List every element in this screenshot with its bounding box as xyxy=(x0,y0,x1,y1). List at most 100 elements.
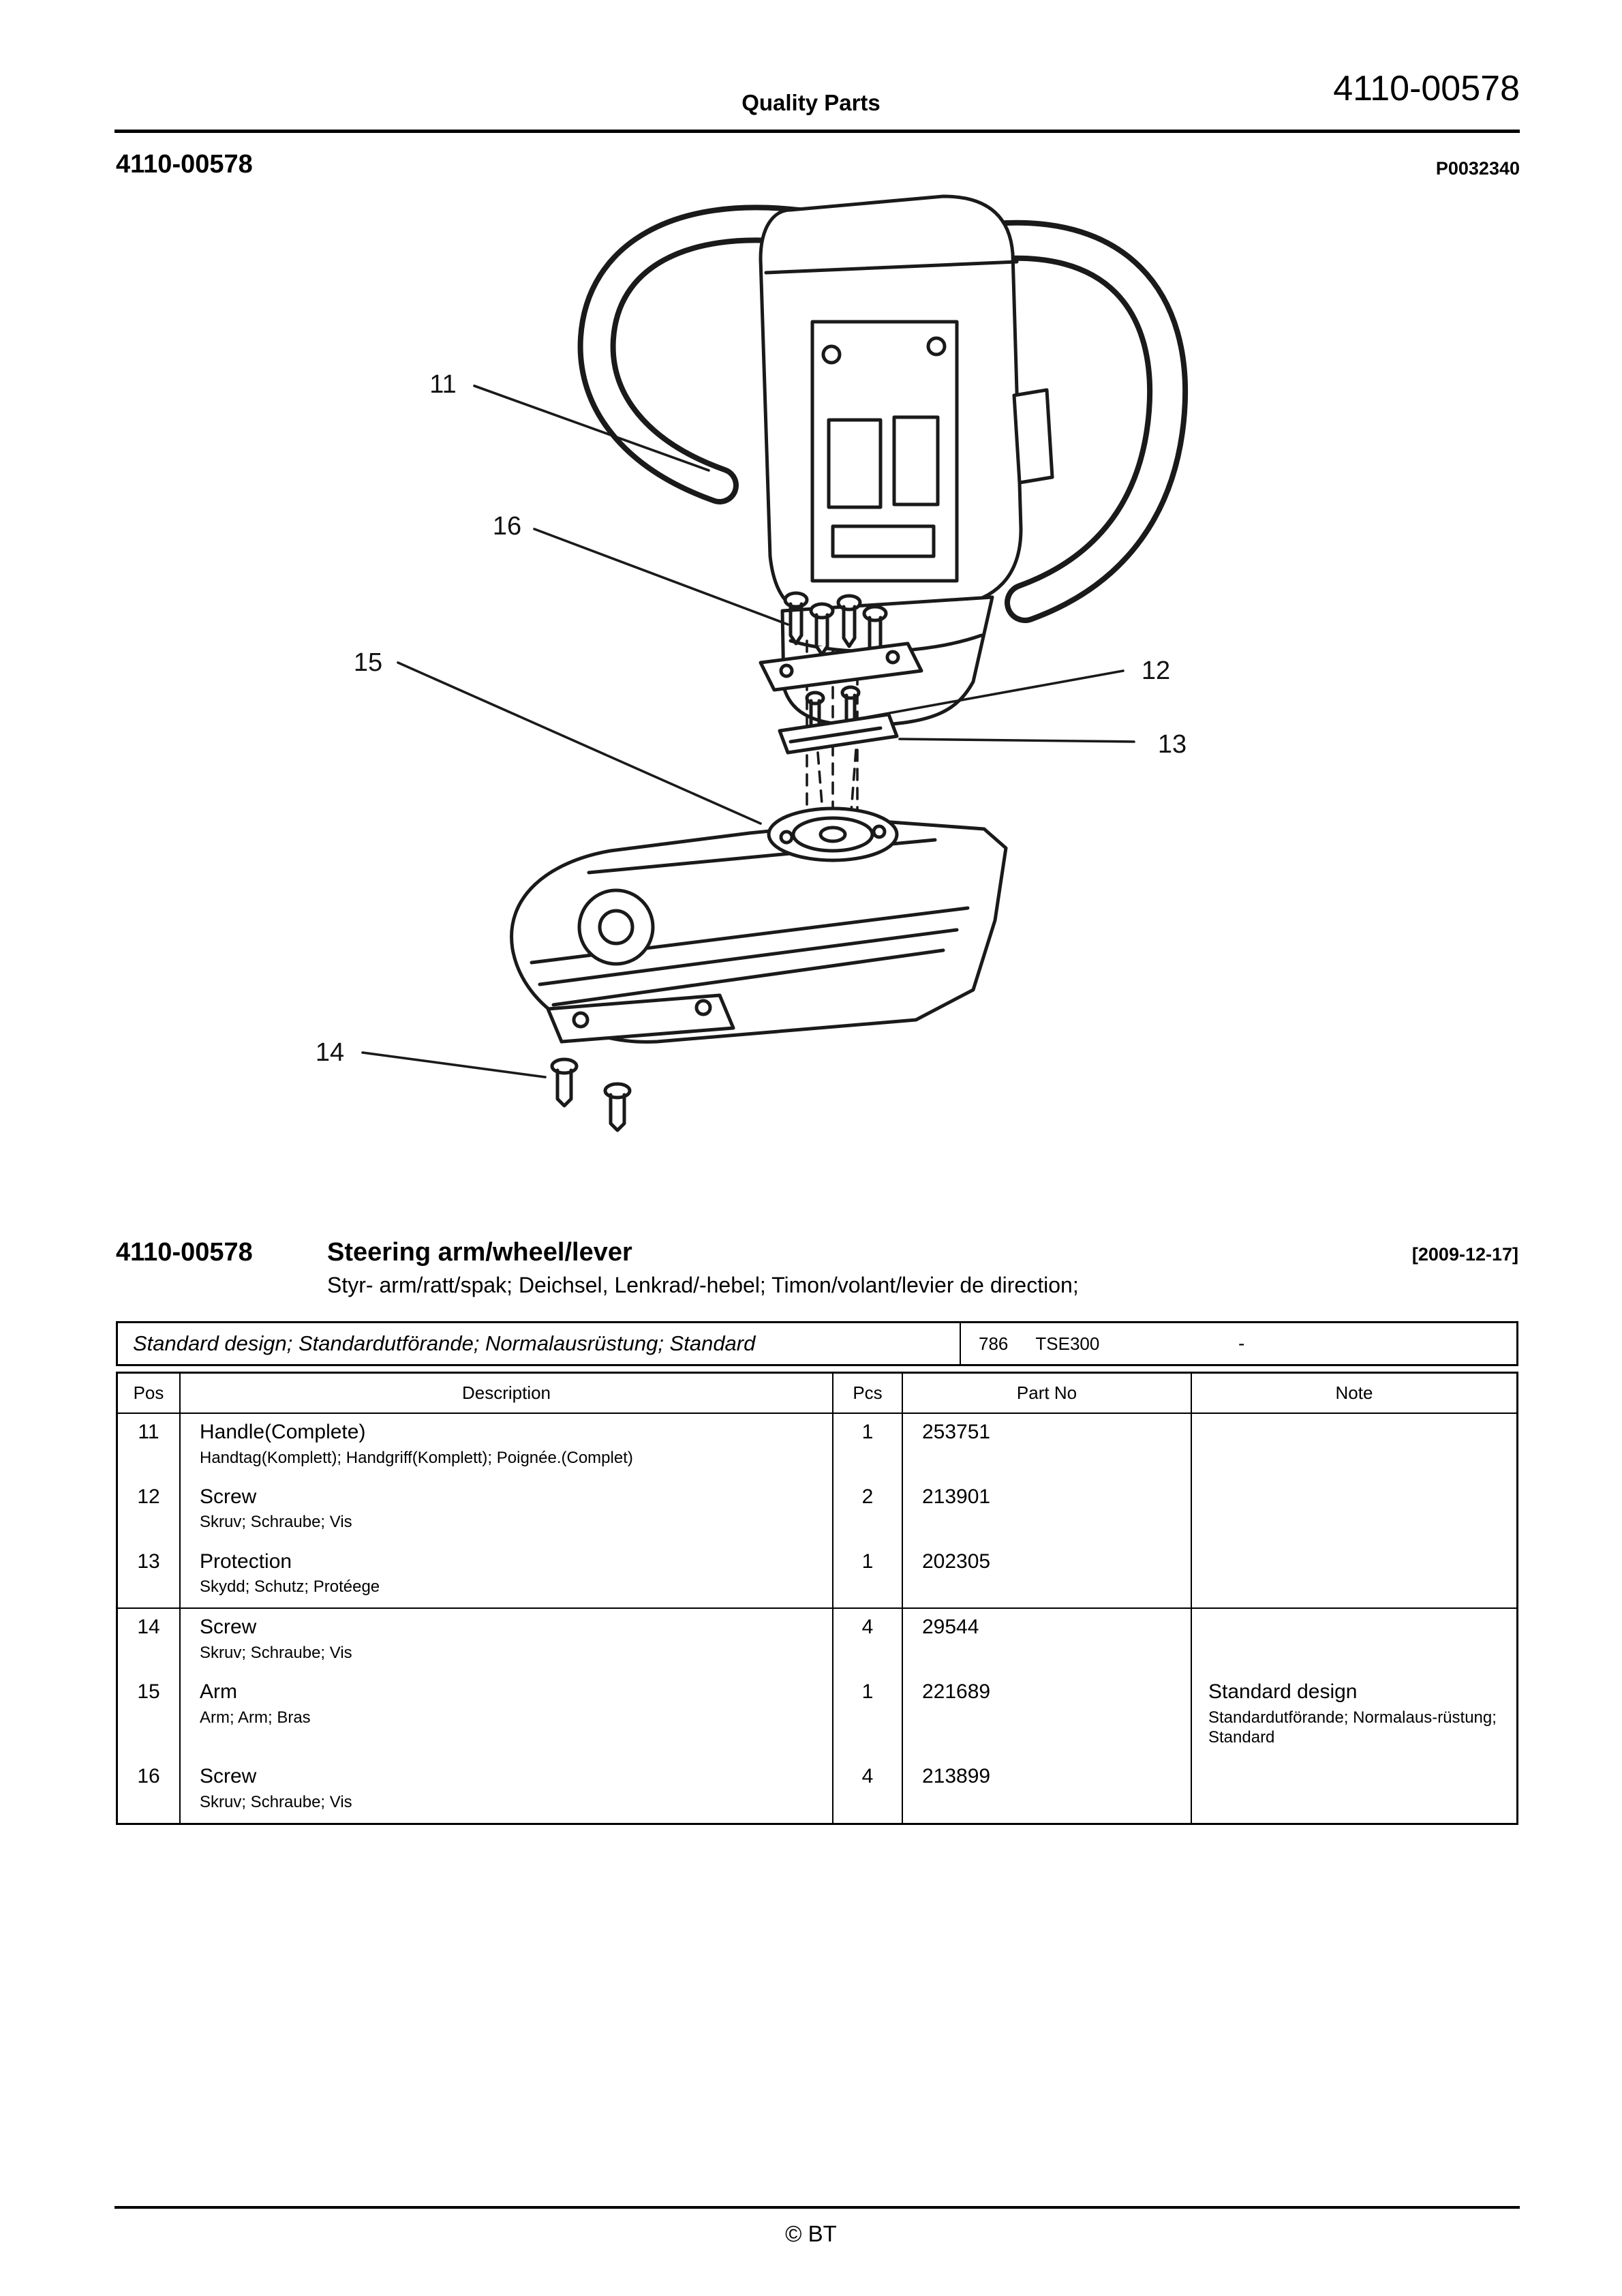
header-pos: Pos xyxy=(118,1374,181,1413)
leader-13 xyxy=(898,738,1135,743)
parts-table: Pos Description Pcs Part No Note 11 Hand… xyxy=(116,1372,1518,1825)
leader-14 xyxy=(361,1051,547,1078)
description-cell: Handle(Complete) Handtag(Komplett); Hand… xyxy=(181,1414,833,1479)
variant-design-label: Standard design; Standardutförande; Norm… xyxy=(133,1331,756,1355)
variant-divider xyxy=(960,1323,961,1364)
document-number-left: 4110-00578 xyxy=(116,150,253,179)
footer-rule xyxy=(114,2206,1520,2209)
table-row: 11 Handle(Complete) Handtag(Komplett); H… xyxy=(118,1414,1516,1479)
exploded-view-diagram: 11 16 15 12 13 14 xyxy=(316,194,1189,1132)
bracket-screws-12 xyxy=(805,685,861,727)
description-main: Handle(Complete) xyxy=(200,1421,366,1443)
description-translations: Skydd; Schutz; Protéege xyxy=(200,1577,380,1597)
note-translations: Standardutförande; Normalaus-rüstung; St… xyxy=(1208,1708,1497,1747)
table-row: 16 Screw Skruv; Schraube; Vis 4 213899 xyxy=(118,1758,1516,1823)
section-date: [2009-12-17] xyxy=(1411,1244,1518,1265)
leader-12 xyxy=(866,669,1124,719)
callout-leaders xyxy=(361,384,1135,1078)
note-cell xyxy=(1192,1758,1516,1823)
part-no-cell: 202305 xyxy=(903,1543,1192,1608)
table-row: 12 Screw Skruv; Schraube; Vis 2 213901 xyxy=(118,1478,1516,1543)
variant-note: - xyxy=(1238,1333,1245,1354)
section-block: 4110-00578 Steering arm/wheel/lever [200… xyxy=(116,1238,1518,1298)
description-main: Protection xyxy=(200,1550,292,1573)
table-row: 13 Protection Skydd; Schutz; Protéege 1 … xyxy=(118,1543,1516,1608)
callout-16: 16 xyxy=(493,512,521,541)
part-no-cell: 29544 xyxy=(903,1609,1192,1674)
variant-row: Standard design; Standardutförande; Norm… xyxy=(116,1321,1518,1366)
description-cell: Screw Skruv; Schraube; Vis xyxy=(181,1758,833,1823)
description-translations: Skruv; Schraube; Vis xyxy=(200,1513,352,1532)
table-row: 15 Arm Arm; Arm; Bras 1 221689 Standard … xyxy=(118,1674,1516,1759)
description-cell: Arm Arm; Arm; Bras xyxy=(181,1674,833,1759)
part-no-cell: 253751 xyxy=(903,1414,1192,1479)
callout-12: 12 xyxy=(1142,656,1170,685)
callout-13: 13 xyxy=(1158,730,1187,759)
description-translations: Handtag(Komplett); Handgriff(Komplett); … xyxy=(200,1448,633,1467)
section-title: Steering arm/wheel/lever xyxy=(327,1238,632,1267)
description-translations: Skruv; Schraube; Vis xyxy=(200,1643,352,1662)
mount-plate xyxy=(759,641,923,692)
plate-code: P0032340 xyxy=(1435,158,1520,179)
description-translations: Skruv; Schraube; Vis xyxy=(200,1792,352,1811)
description-main: Screw xyxy=(200,1485,257,1508)
pcs-cell: 4 xyxy=(833,1609,903,1674)
pcs-cell: 2 xyxy=(833,1478,903,1543)
side-latch xyxy=(1012,388,1054,485)
description-cell: Screw Skruv; Schraube; Vis xyxy=(181,1609,833,1674)
screws-14 xyxy=(550,1057,632,1132)
document-number-top: 4110-00578 xyxy=(1333,69,1520,108)
table-header-row: Pos Description Pcs Part No Note xyxy=(118,1374,1516,1414)
base-plate xyxy=(546,993,735,1044)
section-number: 4110-00578 xyxy=(116,1238,253,1267)
control-panel xyxy=(810,320,959,583)
pos-cell: 11 xyxy=(118,1414,181,1479)
callout-14: 14 xyxy=(316,1038,344,1067)
pcs-cell: 1 xyxy=(833,1414,903,1479)
pos-cell: 15 xyxy=(118,1674,181,1759)
description-main: Screw xyxy=(200,1765,257,1788)
header-part-no: Part No xyxy=(903,1374,1192,1413)
leader-16 xyxy=(533,528,789,626)
steering-arm xyxy=(510,819,1008,1044)
header-description: Description xyxy=(181,1374,833,1413)
part-no-cell: 221689 xyxy=(903,1674,1192,1759)
variant-model: TSE300 xyxy=(1035,1333,1100,1354)
note-cell xyxy=(1192,1479,1516,1543)
pos-cell: 12 xyxy=(118,1478,181,1543)
pos-cell: 13 xyxy=(118,1543,181,1608)
leader-11 xyxy=(473,384,710,472)
callout-15: 15 xyxy=(354,648,382,677)
note-cell xyxy=(1192,1414,1516,1479)
description-translations: Arm; Arm; Bras xyxy=(200,1708,311,1727)
description-cell: Protection Skydd; Schutz; Protéege xyxy=(181,1543,833,1608)
pcs-cell: 4 xyxy=(833,1758,903,1823)
description-cell: Screw Skruv; Schraube; Vis xyxy=(181,1478,833,1543)
protection-plate-13 xyxy=(778,712,899,755)
description-main: Screw xyxy=(200,1616,257,1639)
table-row: 14 Screw Skruv; Schraube; Vis 4 29544 xyxy=(118,1607,1516,1674)
pos-cell: 14 xyxy=(118,1609,181,1674)
copyright: © BT xyxy=(785,2221,837,2246)
leader-15 xyxy=(397,661,762,825)
page-header-title: Quality Parts xyxy=(741,90,881,115)
callout-11: 11 xyxy=(429,370,456,399)
note-cell xyxy=(1192,1543,1516,1608)
header-note: Note xyxy=(1335,1383,1373,1403)
part-no-cell: 213899 xyxy=(903,1758,1192,1823)
note-cell xyxy=(1192,1609,1516,1674)
section-heading: 4110-00578 Steering arm/wheel/lever [200… xyxy=(116,1238,1518,1267)
note-main: Standard design xyxy=(1208,1680,1358,1704)
right-handlebar xyxy=(961,220,1189,623)
variant-codes: 786 TSE300 xyxy=(961,1333,1230,1355)
screws-16 xyxy=(783,591,888,659)
header-pcs: Pcs xyxy=(833,1374,903,1413)
pcs-cell: 1 xyxy=(833,1543,903,1608)
note-cell: Standard design Standardutförande; Norma… xyxy=(1192,1674,1516,1758)
variant-code: 786 xyxy=(979,1333,1009,1354)
pcs-cell: 1 xyxy=(833,1674,903,1759)
section-subtitle: Styr- arm/ratt/spak; Deichsel, Lenkrad/-… xyxy=(327,1273,1079,1297)
pos-cell: 16 xyxy=(118,1758,181,1823)
description-main: Arm xyxy=(200,1680,237,1704)
